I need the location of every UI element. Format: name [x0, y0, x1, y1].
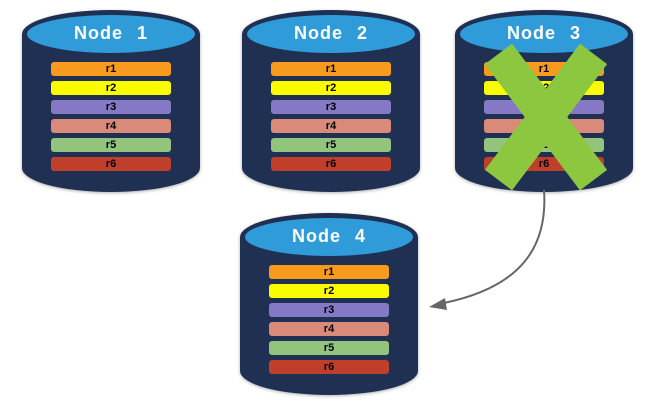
node-3: Node 3 r1 r2 r3 r4 r5 r6	[455, 10, 633, 192]
arrow-head	[429, 298, 447, 310]
replica-r5: r5	[271, 138, 391, 152]
node-4-replica-list: r1 r2 r3 r4 r5 r6	[269, 265, 389, 379]
replica-r4: r4	[484, 119, 604, 133]
replica-r1: r1	[269, 265, 389, 279]
node-2-label: Node 2	[293, 23, 368, 43]
replica-r4: r4	[271, 119, 391, 133]
node-2-replica-list: r1 r2 r3 r4 r5 r6	[271, 62, 391, 176]
replica-r3: r3	[51, 100, 171, 114]
node-1-label: Node 1	[73, 23, 148, 43]
replica-r1: r1	[51, 62, 171, 76]
replica-r3: r3	[271, 100, 391, 114]
replica-r6: r6	[271, 157, 391, 171]
replica-r5: r5	[51, 138, 171, 152]
replica-r6: r6	[51, 157, 171, 171]
replica-r2: r2	[484, 81, 604, 95]
replica-r6: r6	[484, 157, 604, 171]
cylinder-top	[460, 15, 628, 53]
node-1-replica-list: r1 r2 r3 r4 r5 r6	[51, 62, 171, 176]
replica-r2: r2	[269, 284, 389, 298]
replica-r4: r4	[51, 119, 171, 133]
node-4-label: Node 4	[291, 226, 366, 246]
replica-r5: r5	[269, 341, 389, 355]
node-3-replica-list: r1 r2 r3 r4 r5 r6	[484, 62, 604, 176]
replica-r2: r2	[271, 81, 391, 95]
replica-r4: r4	[269, 322, 389, 336]
cylinder-top	[247, 15, 415, 53]
replica-r6: r6	[269, 360, 389, 374]
replica-r3: r3	[269, 303, 389, 317]
replica-r2: r2	[51, 81, 171, 95]
replica-r1: r1	[271, 62, 391, 76]
node-1: Node 1 r1 r2 r3 r4 r5 r6	[22, 10, 200, 192]
replica-r3: r3	[484, 100, 604, 114]
cylinder-top	[27, 15, 195, 53]
arrow-curve	[443, 189, 546, 304]
node-2: Node 2 r1 r2 r3 r4 r5 r6	[242, 10, 420, 192]
node-4: Node 4 r1 r2 r3 r4 r5 r6	[240, 213, 418, 395]
cylinder-top	[245, 218, 413, 256]
replica-r1: r1	[484, 62, 604, 76]
node-3-label: Node 3	[506, 23, 581, 43]
replica-r5: r5	[484, 138, 604, 152]
